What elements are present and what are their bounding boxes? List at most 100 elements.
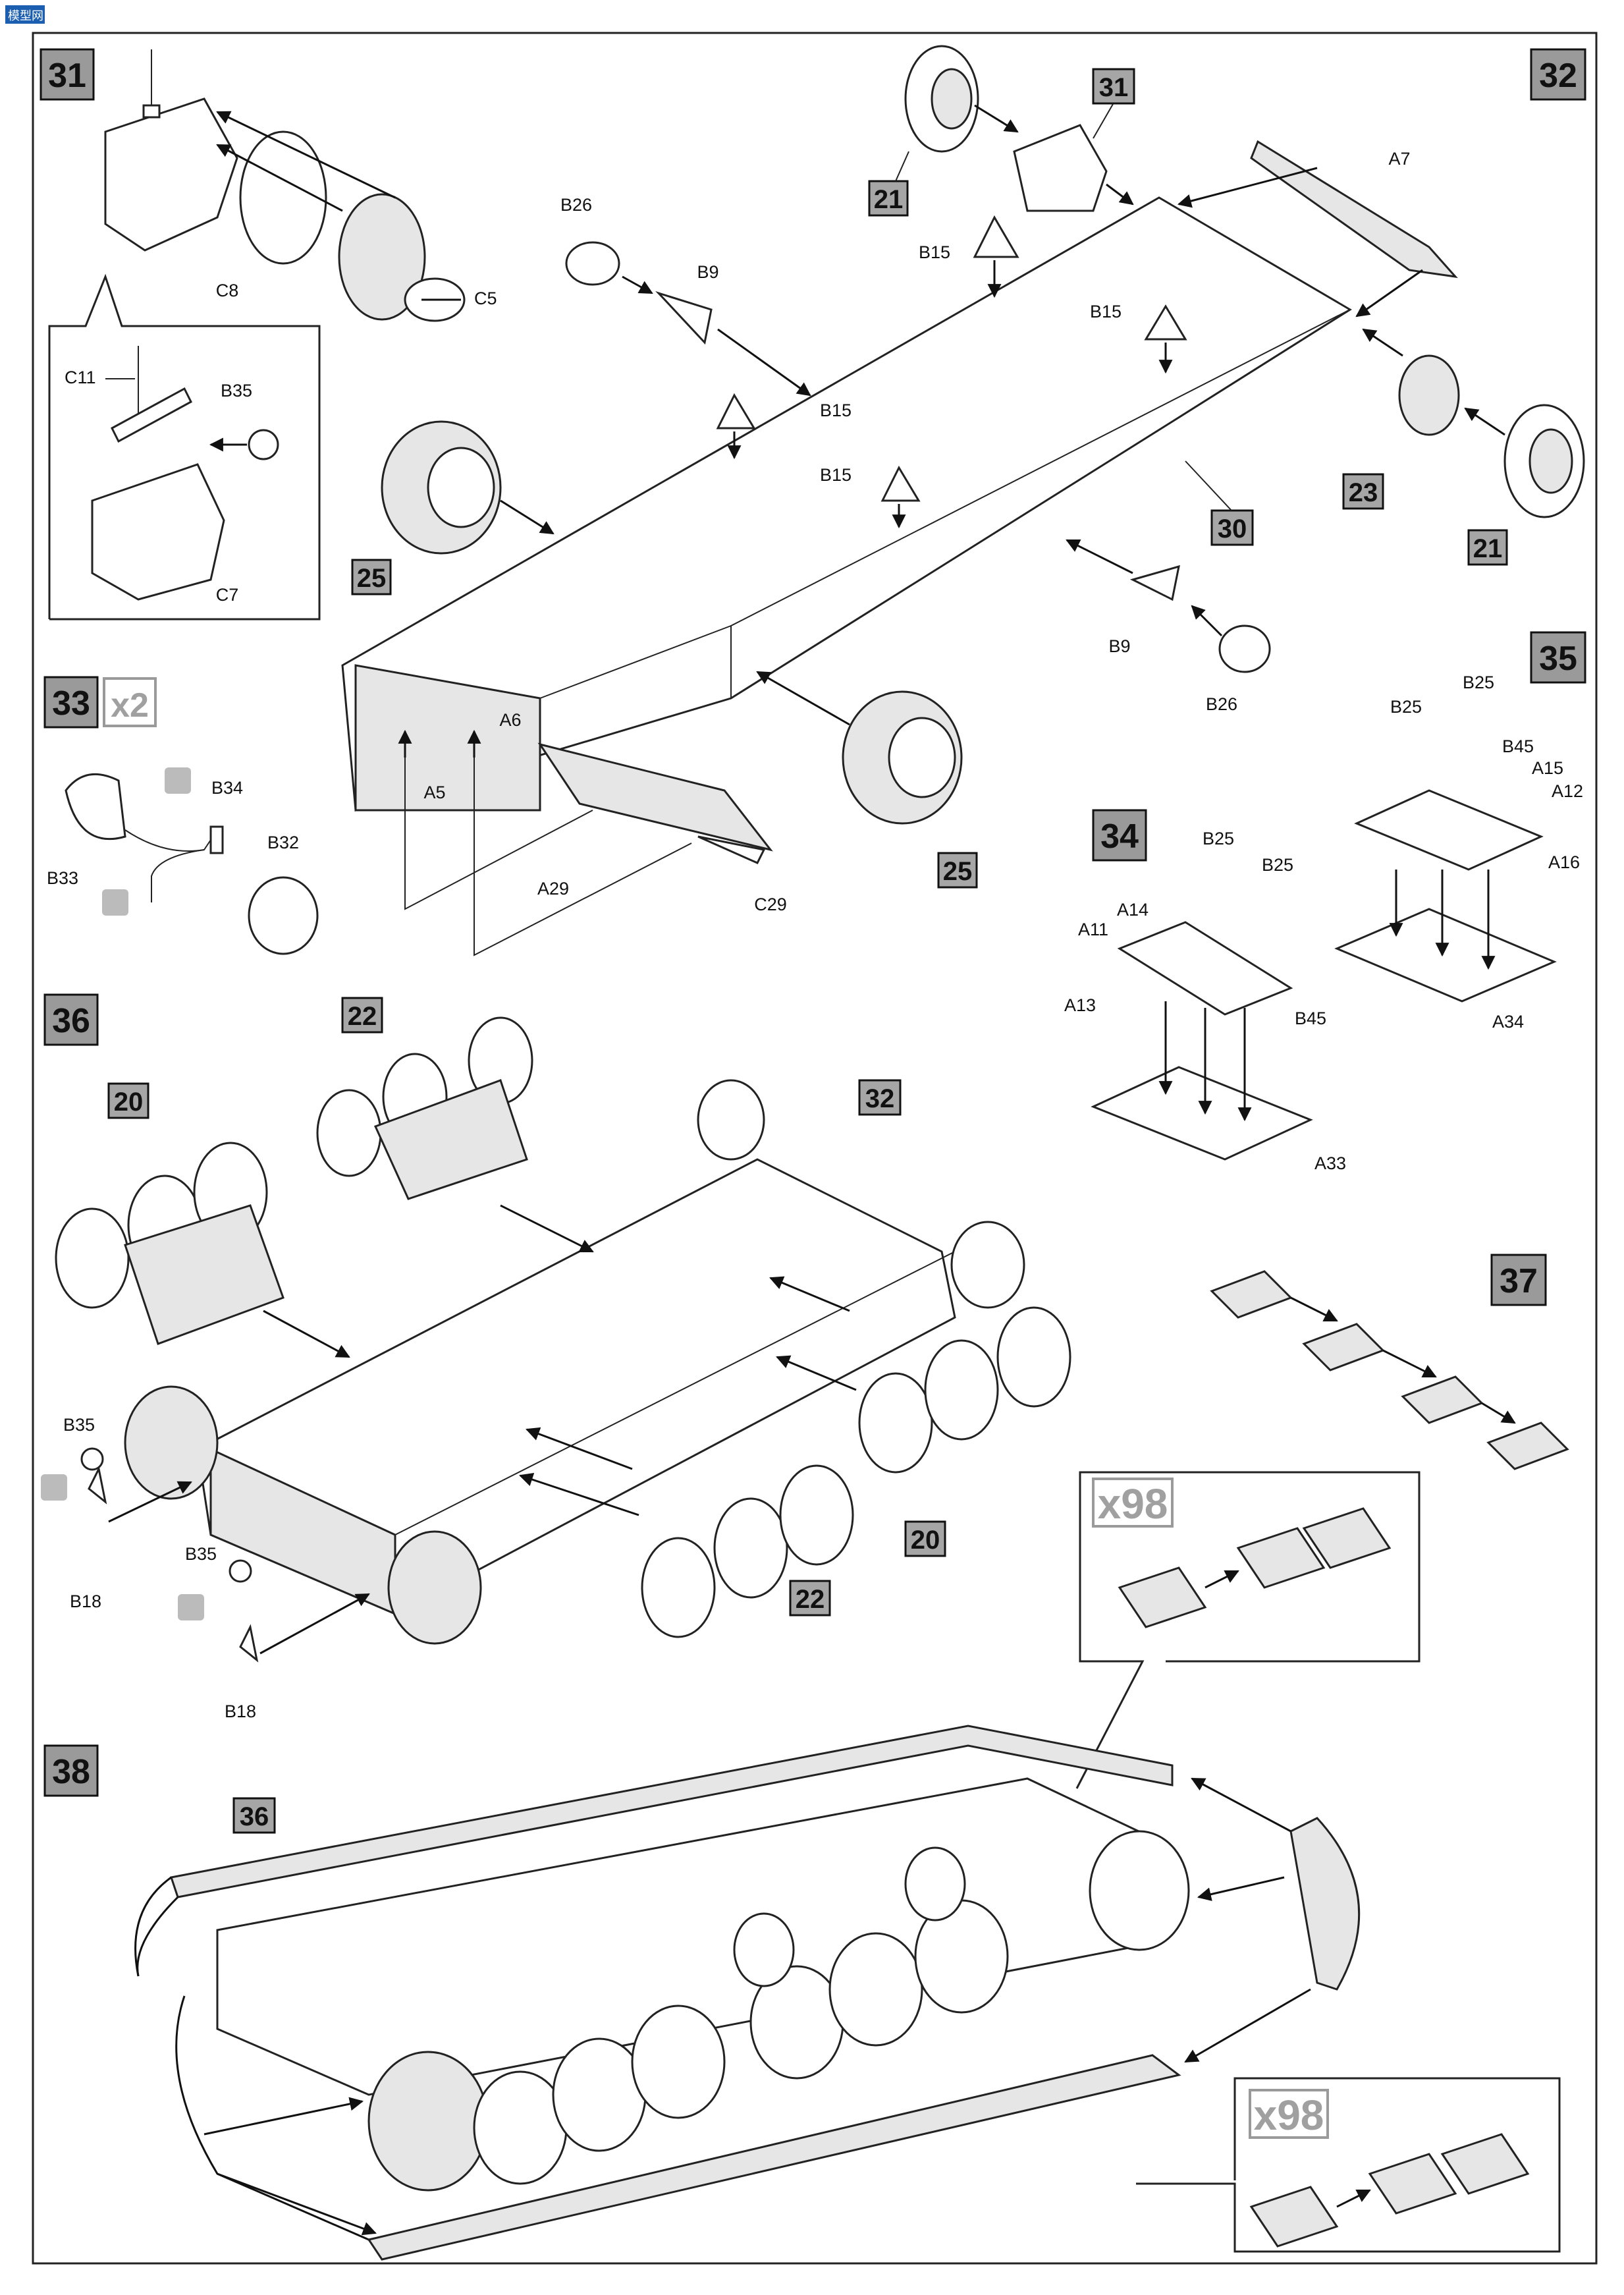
- ref-step-25-a: 25: [357, 564, 387, 593]
- ref-step-22-b: 22: [796, 1585, 825, 1614]
- label-a6: A6: [499, 710, 521, 730]
- road-wheel: [779, 1464, 854, 1566]
- bracket-31: [1013, 124, 1108, 212]
- bogie-20: [124, 1204, 284, 1345]
- label-b15-b: B15: [1090, 302, 1122, 321]
- label-a16: A16: [1548, 852, 1580, 872]
- toolbox-lid: [1117, 921, 1293, 1016]
- step-31: 31 C8 C5 C11 B35 C7: [40, 48, 497, 621]
- step-32: 32 A7 21 31 B15 B15 B15 B15: [341, 45, 1586, 956]
- ref-step-25-b: 25: [943, 857, 973, 886]
- ref-step-32: 32: [865, 1084, 895, 1113]
- label-a29: A29: [537, 879, 569, 899]
- ref-step-20-a: 20: [114, 1088, 144, 1117]
- track-link: [1486, 1422, 1569, 1470]
- label-c8: C8: [216, 281, 239, 300]
- quantity-text: x98: [1098, 1480, 1168, 1528]
- track-link: [1210, 1270, 1293, 1319]
- site-logo: 模型网: [5, 5, 45, 24]
- road-wheel: [641, 1537, 716, 1638]
- plate-a29: [537, 742, 773, 852]
- label-b26-a: B26: [560, 195, 592, 215]
- detail-inset: [48, 273, 321, 621]
- idler-23: [1398, 354, 1460, 436]
- glue-icon: [178, 1594, 204, 1620]
- label-b18-a: B18: [70, 1591, 101, 1611]
- quantity-text: x2: [111, 686, 149, 725]
- quantity-text: x98: [1254, 2091, 1324, 2139]
- bogie-22: [373, 1079, 528, 1200]
- label-b25-a: B25: [1203, 829, 1234, 848]
- step-number: 38: [52, 1753, 90, 1791]
- ref-step-23: 23: [1349, 478, 1378, 507]
- step-number-box: [40, 48, 95, 101]
- step-number: 31: [48, 57, 86, 95]
- label-b9-b: B9: [1108, 636, 1130, 656]
- label-a5: A5: [423, 783, 445, 802]
- page-border: [32, 32, 1598, 2265]
- bracket-part: [104, 97, 238, 252]
- ref-step-31: 31: [1099, 73, 1129, 102]
- track-link: [1401, 1375, 1484, 1424]
- step-number: 36: [52, 1002, 90, 1040]
- step-33: 33 x2 B33 B34 B32: [43, 676, 319, 955]
- c7-part: [91, 463, 225, 601]
- label-b25-b: B25: [1262, 855, 1293, 875]
- road-wheel: [924, 1339, 999, 1441]
- quantity-badge: [1249, 2089, 1329, 2139]
- ref-step-21-b: 21: [1473, 534, 1503, 563]
- track-detail-inset: [1075, 1471, 1421, 1789]
- b9-part: [655, 290, 713, 345]
- label-b15-d: B15: [820, 465, 852, 485]
- fender-a7: [1250, 140, 1458, 279]
- road-wheel: [55, 1207, 130, 1309]
- rack-a33: [1091, 1066, 1313, 1161]
- label-a11: A11: [1078, 920, 1108, 939]
- label-b25-d: B25: [1463, 673, 1494, 692]
- glue-icon: [102, 889, 128, 916]
- idler-wheel: [950, 1221, 1025, 1309]
- return-roller: [697, 1079, 765, 1161]
- label-c29: C29: [754, 895, 787, 914]
- step-number: 37: [1500, 1262, 1538, 1300]
- disc-b32: [248, 876, 319, 955]
- label-a12: A12: [1552, 781, 1583, 801]
- road-wheel: [713, 1497, 788, 1599]
- label-a14: A14: [1117, 900, 1149, 920]
- label-b33: B33: [47, 868, 78, 888]
- idler-wheel: [1089, 1830, 1190, 1951]
- road-wheel: [631, 2005, 726, 2119]
- light-b33: [65, 773, 126, 841]
- label-a7: A7: [1388, 149, 1410, 169]
- road-wheel: [858, 1372, 933, 1474]
- track-detail-inset-b: [1136, 2077, 1561, 2253]
- step-36: 36 22 20 32 20: [41, 993, 1071, 1721]
- step-35: 35 B25 B25 B45 A15 A12 A16 A34: [1334, 631, 1586, 1032]
- return-roller: [733, 1912, 795, 1987]
- road-wheel: [828, 1932, 923, 2047]
- rack-a34: [1334, 908, 1557, 1003]
- label-c5: C5: [474, 289, 497, 308]
- label-b34: B34: [211, 778, 243, 798]
- label-b32: B32: [267, 833, 299, 852]
- label-b35: B35: [221, 381, 252, 401]
- toolbox-lid-b: [1354, 789, 1544, 871]
- return-roller: [904, 1846, 966, 1922]
- road-wheel: [316, 1089, 382, 1177]
- sprocket: [367, 2051, 489, 2192]
- ref-step-36: 36: [240, 1802, 269, 1831]
- label-b35-c: B35: [185, 1544, 217, 1564]
- label-c11: C11: [65, 368, 96, 387]
- ref-step-30: 30: [1218, 514, 1247, 543]
- label-b15-c: B15: [820, 401, 852, 420]
- label-a34: A34: [1492, 1012, 1524, 1032]
- quantity-badge: [1092, 1478, 1174, 1528]
- sprocket: [124, 1385, 219, 1500]
- glue-icon: [165, 767, 191, 794]
- step-number: 34: [1100, 817, 1139, 856]
- label-a33: A33: [1314, 1153, 1346, 1173]
- track-run-lower: [175, 1995, 1153, 2241]
- step-34: 34 B25 B25 A14 A11 A13 B45 A33: [1064, 809, 1346, 1173]
- label-b45-b: B45: [1502, 736, 1534, 756]
